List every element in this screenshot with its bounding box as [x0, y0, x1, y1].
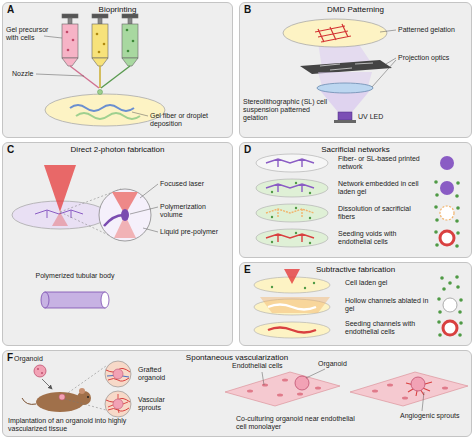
- panel-letter: F: [7, 352, 13, 363]
- annotation-label: Polymerization volume: [160, 203, 228, 219]
- annotation-label: Stereolithographic (SL) cell suspension …: [243, 98, 331, 122]
- annotation-label: Vascular sprouts: [138, 396, 188, 412]
- panel-title: Spontaneous vascularization: [3, 353, 471, 362]
- annotation-label: Organoid: [14, 355, 54, 363]
- annotation-label: Dissolution of sacrificial fibers: [338, 205, 428, 221]
- panel-box: BDMD Patterning: [239, 2, 472, 138]
- annotation-label: UV LED: [358, 113, 398, 121]
- annotation-label: Hollow channels ablated in gel: [345, 297, 433, 313]
- annotation-label: Grafted organoid: [138, 366, 188, 382]
- panel-letter: D: [244, 144, 251, 155]
- annotation-label: Organoid: [318, 360, 358, 368]
- annotation-label: Angiogenic sprouts: [400, 412, 470, 420]
- panel-title: DMD Patterning: [240, 5, 471, 14]
- annotation-label: Nozzle: [12, 70, 42, 78]
- annotation-label: Co-culturing organoid near endothelial c…: [236, 415, 356, 431]
- panel-title: Bioprinting: [3, 5, 232, 14]
- annotation-label: Implantation of an organoid into highly …: [8, 417, 136, 433]
- panel-letter: B: [244, 4, 251, 15]
- annotation-label: Projection optics: [398, 54, 460, 62]
- panel-box: CDirect 2-photon fabrication: [2, 142, 233, 346]
- annotation-label: Fiber- or SL-based printed network: [338, 155, 428, 171]
- panel-letter: E: [244, 264, 251, 275]
- annotation-label: Seeding channels with endothelial cells: [345, 320, 433, 336]
- annotation-label: Focused laser: [160, 180, 228, 188]
- panel-letter: C: [7, 144, 14, 155]
- annotation-label: Polymerized tubular body: [20, 272, 130, 280]
- panel-letter: A: [7, 4, 14, 15]
- annotation-label: Gel fiber or droplet deposition: [150, 112, 228, 128]
- annotation-label: Network embedded in cell laden gel: [338, 180, 428, 196]
- annotation-label: Gel precursor with cells: [6, 26, 54, 42]
- annotation-label: Seeding voids with endothelial cells: [338, 230, 428, 246]
- panel-title: Subtractive fabrication: [240, 265, 471, 274]
- panel-title: Sacrificial networks: [240, 145, 471, 154]
- annotation-label: Endothelial cells: [232, 362, 302, 370]
- annotation-label: Cell laden gel: [345, 279, 433, 287]
- panel-title: Direct 2-photon fabrication: [3, 145, 232, 154]
- annotation-label: Liquid pre-polymer: [160, 228, 228, 236]
- annotation-label: Patterned gelation: [398, 26, 460, 34]
